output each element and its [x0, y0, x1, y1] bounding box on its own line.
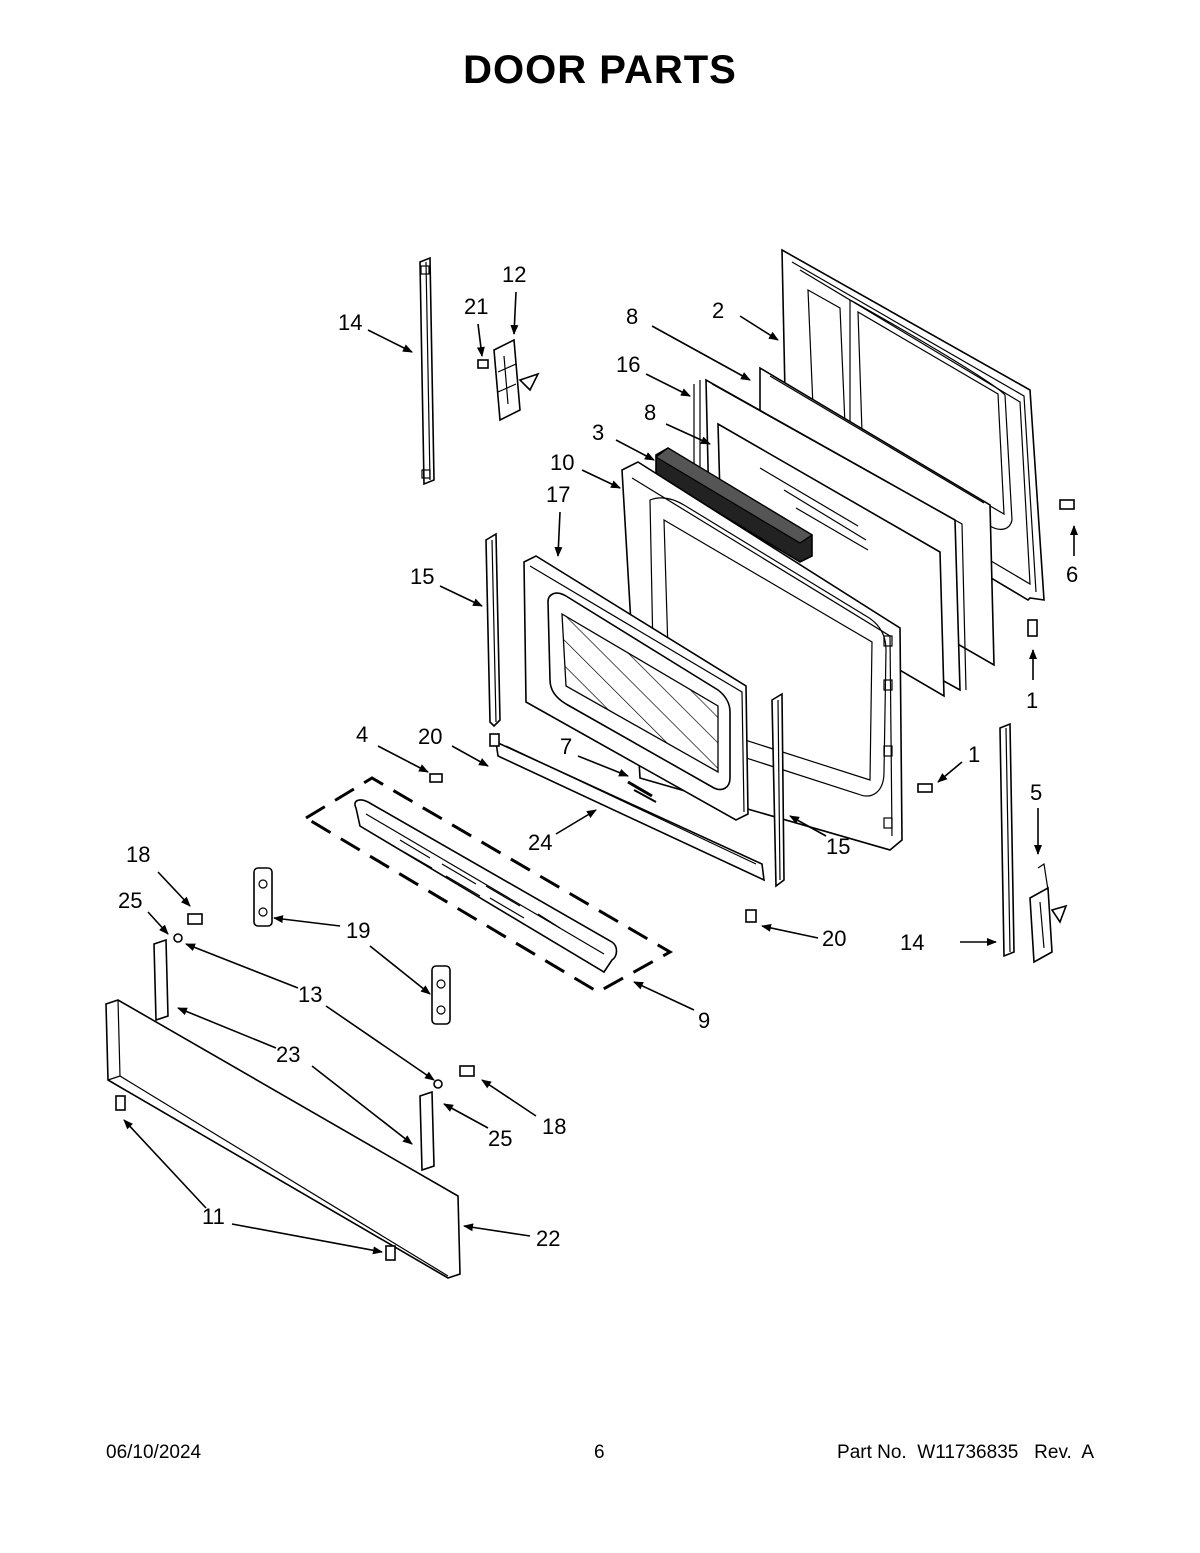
callout-11: 11 — [202, 1204, 225, 1229]
callout-21: 21 — [464, 294, 488, 319]
callout-15: 15 — [826, 834, 850, 859]
callout-4: 4 — [356, 722, 368, 747]
callout-14: 14 — [900, 930, 924, 955]
callout-9: 9 — [698, 1008, 710, 1033]
footer-date: 06/10/2024 — [106, 1442, 202, 1463]
callout-20: 20 — [418, 724, 442, 749]
callout-19: 19 — [346, 918, 370, 943]
leader-lines — [123, 291, 1078, 1255]
callout-17: 17 — [546, 482, 570, 507]
hinge-channels — [419, 256, 1015, 958]
callout-15: 15 — [410, 564, 434, 589]
callout-23: 23 — [276, 1042, 300, 1067]
callout-16: 16 — [616, 352, 640, 377]
handle-bar — [105, 999, 461, 1279]
callout-3: 3 — [592, 420, 604, 445]
end-caps — [153, 938, 435, 1172]
side-trims — [485, 532, 785, 888]
window-trim-with-glass — [523, 555, 749, 821]
callout-7: 7 — [560, 734, 572, 759]
callout-22: 22 — [536, 1226, 560, 1251]
brackets — [253, 867, 451, 1025]
page-title: DOOR PARTS — [463, 48, 737, 92]
hinges — [493, 338, 1068, 964]
fasteners — [115, 359, 1075, 1261]
callout-8: 8 — [644, 400, 656, 425]
callout-14: 14 — [338, 310, 362, 335]
footer-part-number: Part No. W11736835 Rev. A — [837, 1442, 1094, 1463]
footer-page-number: 6 — [594, 1442, 605, 1463]
callout-13: 13 — [298, 982, 322, 1007]
vent-assembly — [303, 776, 674, 994]
callout-10: 10 — [550, 450, 574, 475]
callout-20: 20 — [822, 926, 846, 951]
brand-logo — [627, 780, 657, 803]
callout-2: 2 — [712, 298, 724, 323]
callout-6: 6 — [1066, 562, 1078, 587]
callout-1: 1 — [1026, 688, 1038, 713]
callout-18: 18 — [542, 1114, 566, 1139]
callout-8: 8 — [626, 304, 638, 329]
callout-5: 5 — [1030, 780, 1042, 805]
callout-labels: 14 21 12 8 2 16 8 3 10 17 15 6 1 4 20 7 … — [118, 262, 1078, 1251]
callout-25: 25 — [488, 1126, 512, 1151]
callout-12: 12 — [502, 262, 526, 287]
callout-1: 1 — [968, 742, 980, 767]
callout-24: 24 — [528, 830, 552, 855]
vent-strip — [495, 740, 765, 882]
callout-18: 18 — [126, 842, 150, 867]
callout-25: 25 — [118, 888, 142, 913]
